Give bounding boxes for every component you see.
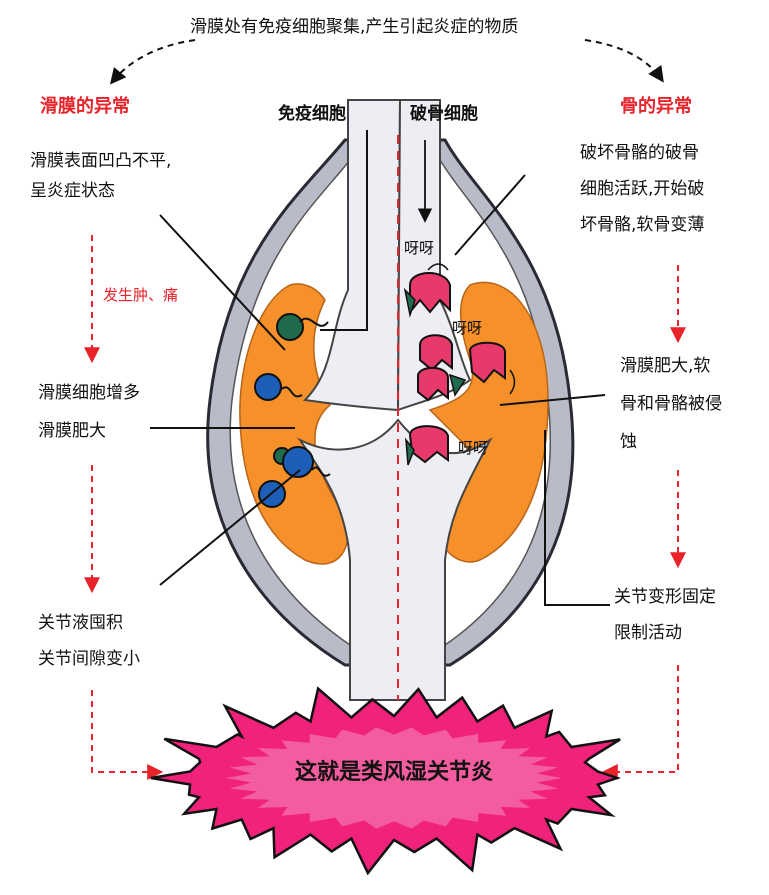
left-side-note: 发生肿、痛 <box>103 286 179 304</box>
osteoclast-label: 破骨细胞 <box>410 104 478 124</box>
conclusion-burst-core <box>225 727 563 829</box>
conclusion-text: 这就是类风湿关节炎 <box>294 760 493 785</box>
right-step3-line2: 限制活动 <box>614 623 682 643</box>
left-step2-line2: 滑膜肥大 <box>38 421 106 441</box>
left-step3-leader <box>159 469 301 586</box>
immune-leader <box>320 130 368 331</box>
right-step3-leader <box>544 430 610 606</box>
caption-arrow-left <box>109 39 196 85</box>
upper-bone <box>302 99 402 412</box>
right-step3-line1: 关节变形固定 <box>614 587 716 607</box>
left-step1-line2: 呈炎症状态 <box>30 181 115 201</box>
osteoclasts <box>403 263 516 466</box>
sound-effect-1: 呀呀 <box>404 239 435 257</box>
conclusion-burst <box>150 686 622 876</box>
sound-effect-3: 呀呀 <box>458 439 489 457</box>
right-step2-line1: 滑膜肥大,软 <box>620 356 711 376</box>
caption-arrow-right <box>584 39 664 83</box>
osteo-leader-1 <box>454 174 526 256</box>
sound-effect-2: 呀呀 <box>452 319 483 337</box>
immune-cell-label: 免疫细胞 <box>278 104 346 124</box>
left-step3-line1: 关节液囤积 <box>38 613 123 633</box>
left-step1-leader <box>159 214 286 351</box>
right-step1-line3: 坏骨骼,软骨变薄 <box>580 215 705 235</box>
right-step1-line1: 破坏骨骼的破骨 <box>580 143 699 163</box>
left-step1-line1: 滑膜表面凹凸不平, <box>30 151 172 171</box>
right-step1-line2: 细胞活跃,开始破 <box>580 179 705 199</box>
top-caption: 滑膜处有免疫细胞聚集,产生引起炎症的物质 <box>190 17 519 37</box>
right-step2-line3: 蚀 <box>620 432 637 452</box>
left-heading: 滑膜的异常 <box>40 96 130 117</box>
right-heading: 骨的异常 <box>620 96 692 117</box>
right-step2-leader <box>499 394 606 406</box>
right-step2-line2: 骨和骨骼被侵 <box>620 394 722 414</box>
left-step3-line2: 关节间隙变小 <box>38 649 140 669</box>
upper-bone-right <box>396 99 472 412</box>
left-step2-line1: 滑膜细胞增多 <box>38 383 140 403</box>
lower-bone <box>297 418 493 701</box>
